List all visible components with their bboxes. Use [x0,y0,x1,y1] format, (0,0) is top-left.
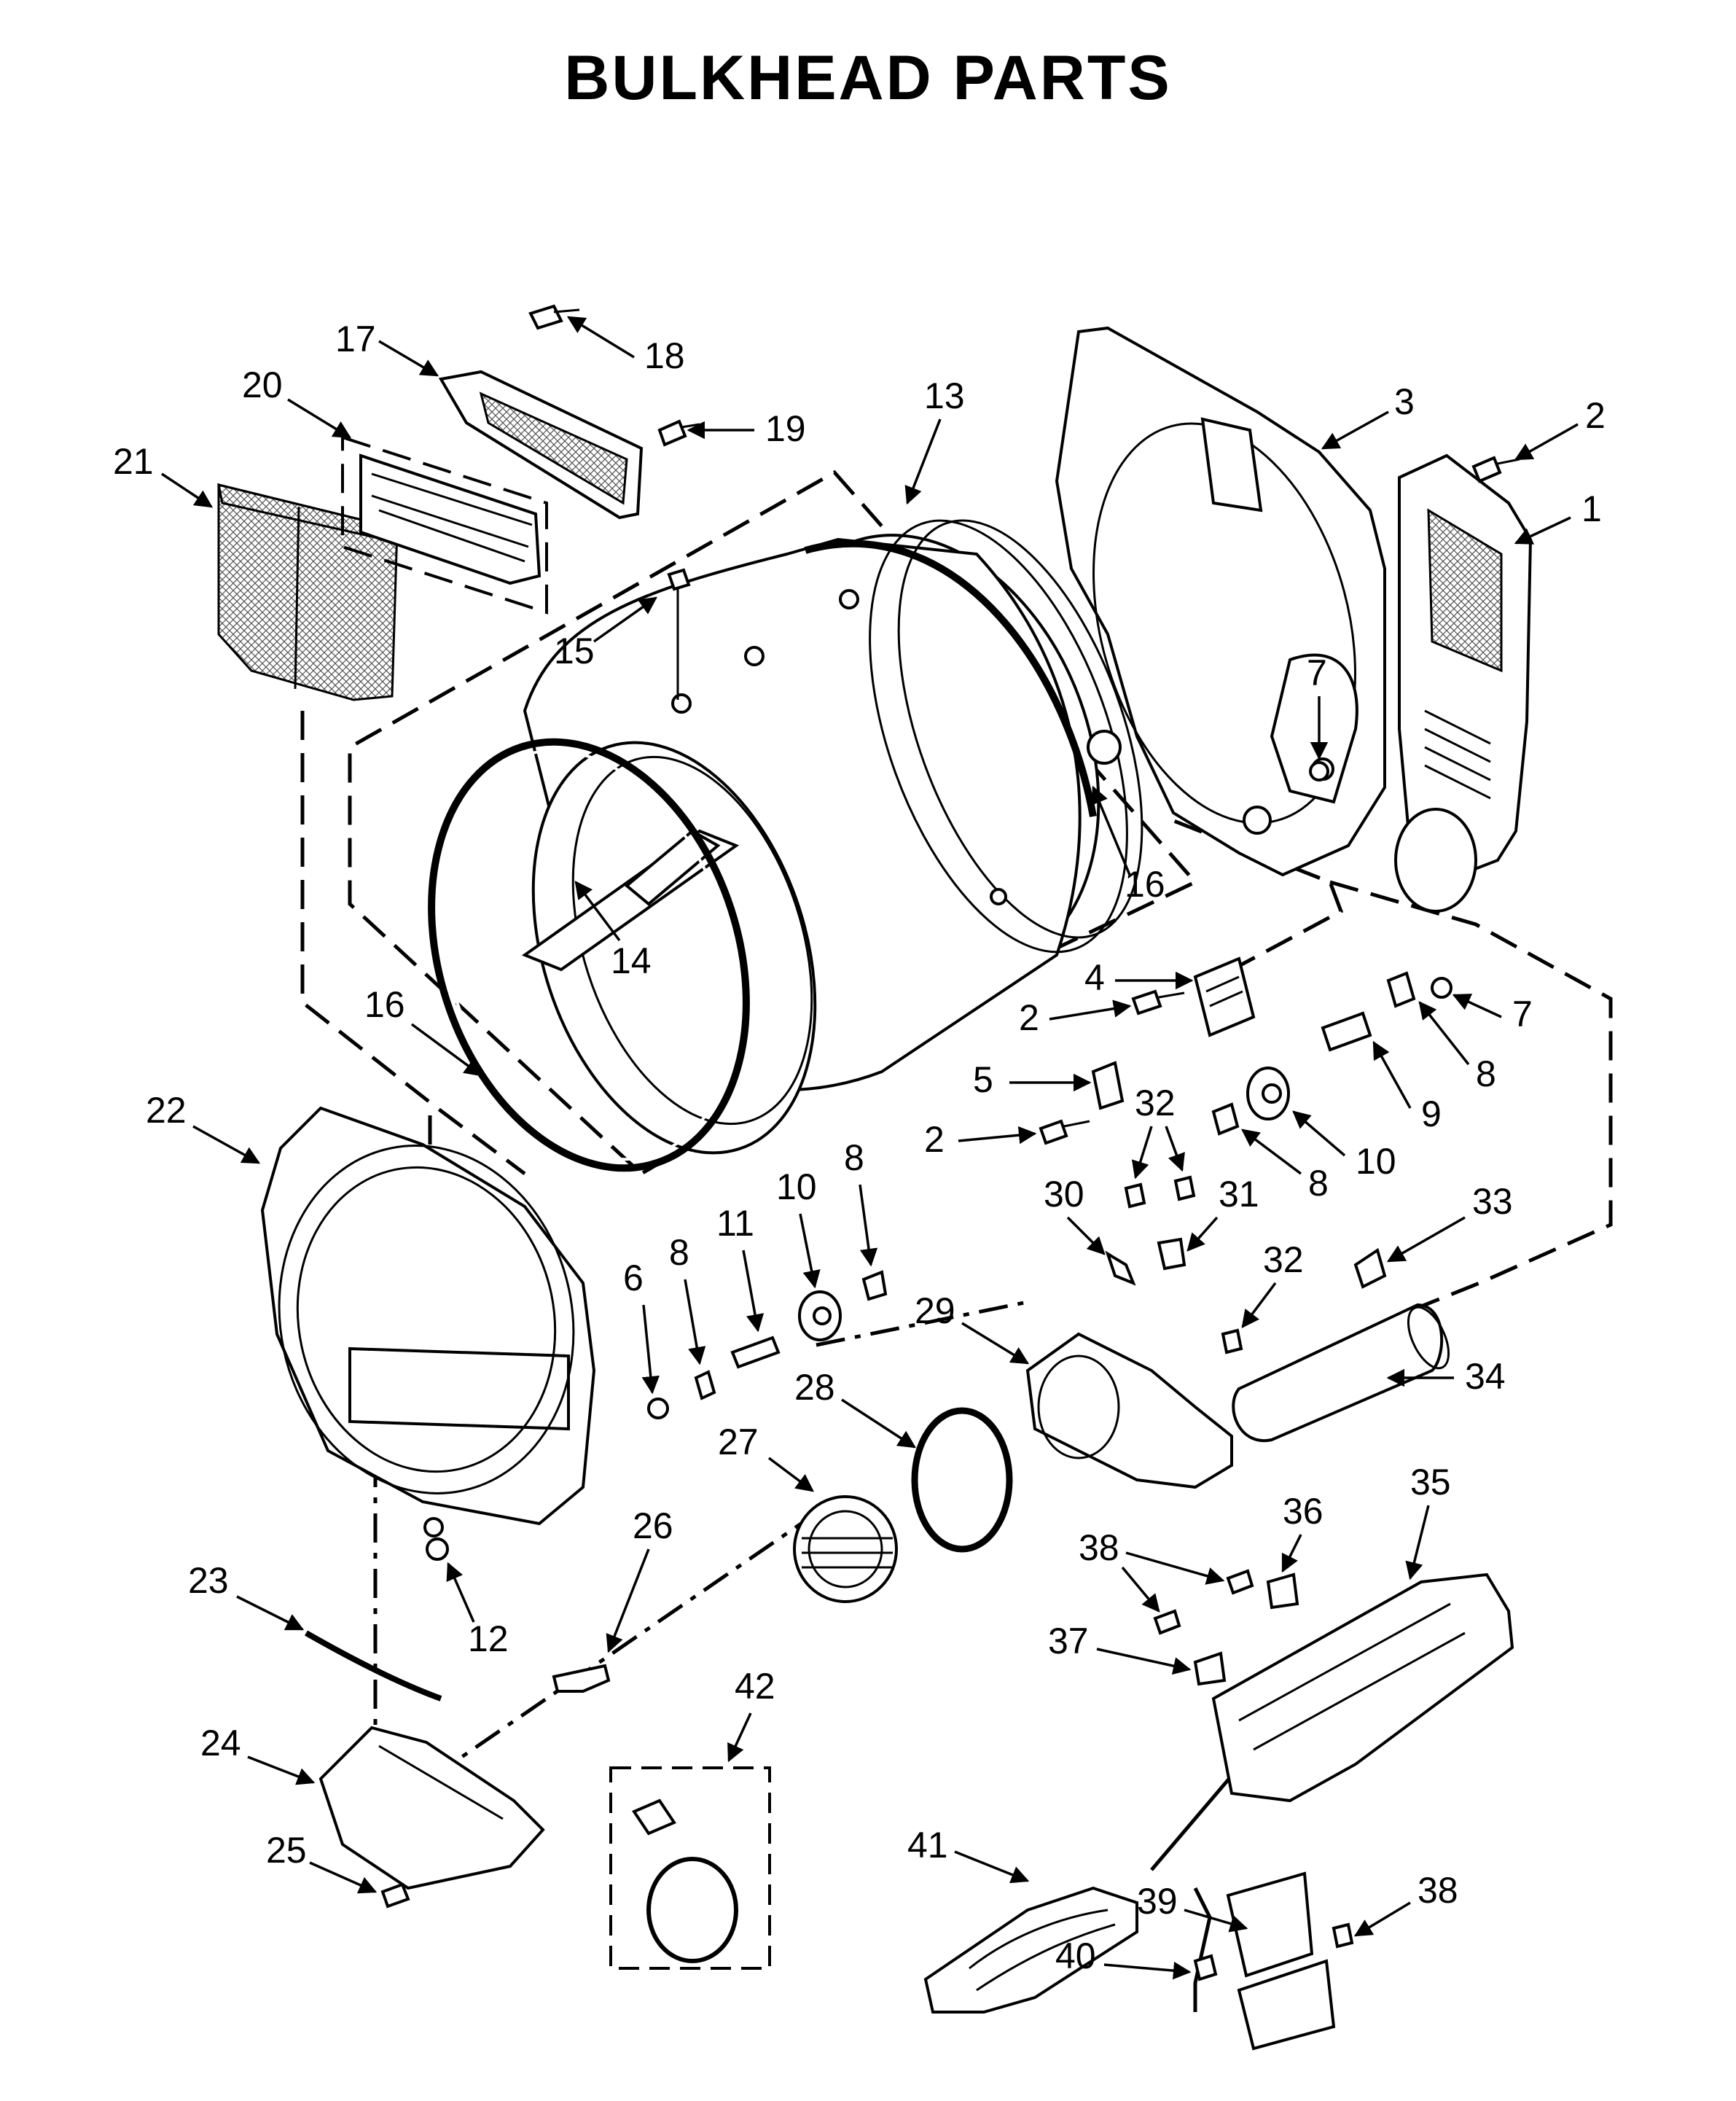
callout-16-front: 16 [364,984,405,1025]
screw-2-low [1039,1119,1090,1145]
callout-42: 42 [735,1666,775,1707]
callout-26: 26 [633,1505,673,1546]
callout-14: 14 [611,940,652,981]
screw-32-a [1124,1182,1146,1209]
drum-seal-16-rear [804,539,1097,817]
callout-39: 39 [1137,1881,1178,1922]
screw-19 [657,419,700,447]
callout-7-front: 6 [623,1258,644,1298]
callout-2-low: 2 [924,1119,945,1160]
callout-29: 29 [915,1290,955,1331]
callout-5: 5 [973,1059,993,1100]
screw-38-b [1153,1609,1181,1635]
callout-25: 25 [266,1830,307,1871]
callouts: 17 18 19 20 21 13 15 16 14 16 3 2 1 7 4 … [113,316,1606,1980]
callout-30: 30 [1044,1174,1084,1215]
lower-duct-24 [318,1726,545,1890]
callout-27: 27 [718,1422,759,1462]
callout-41: 41 [907,1825,948,1866]
bracket-37 [1193,1651,1227,1686]
callout-40: 40 [1055,1936,1096,1976]
screw-32-b [1173,1175,1196,1201]
screw-2-top [1471,456,1520,483]
callout-3: 3 [1394,381,1415,422]
callout-8-rear-low: 8 [1308,1163,1329,1204]
callout-8-front-a: 8 [669,1232,689,1273]
screw-38-a [1226,1569,1254,1595]
nut-12 [426,1537,449,1561]
callout-19: 19 [765,408,806,449]
exhaust-tube-34 [1232,1303,1450,1443]
drum-13 [521,519,1143,1155]
callout-13: 13 [924,375,965,416]
screw-25 [380,1882,410,1909]
callout-24: 24 [200,1723,241,1763]
callout-20: 20 [242,365,283,405]
kit-box-42 [609,1766,771,1970]
bearing-stack-rear [1211,971,1452,1136]
seal-ring-28 [911,1407,1013,1553]
front-bulkhead-22 [260,1106,596,1537]
callout-21: 21 [113,441,154,482]
callout-15: 15 [554,631,595,671]
thermal-fuse-5 [1091,1061,1125,1110]
callout-8-front-b: 8 [844,1137,864,1178]
sensor-bracket-4 [1193,956,1256,1037]
page-title: BULKHEAD PARTS [564,43,1172,113]
sensor-30 [1105,1250,1136,1286]
heater-element-41 [923,1886,1138,2014]
callout-10-rear: 10 [1356,1141,1396,1182]
heat-shield-39 [1226,1871,1336,2051]
bearing-stack-front [647,1270,888,1419]
callout-2-top: 2 [1585,395,1606,436]
blower-wheel-27 [793,1495,898,1603]
callout-7-rear: 7 [1512,994,1533,1034]
screw-40 [1193,1954,1218,1981]
callout-38-low: 38 [1418,1870,1458,1911]
sensor-31 [1157,1237,1186,1271]
callout-37: 37 [1048,1621,1089,1661]
screw-2-mid [1131,989,1185,1016]
callout-22: 22 [146,1090,187,1131]
callout-2-mid: 2 [1019,997,1039,1038]
callout-12: 12 [468,1618,509,1659]
callout-35: 35 [1410,1462,1451,1502]
bolt-15 [667,568,691,700]
callout-1: 1 [1581,488,1602,529]
callout-18: 18 [644,335,685,376]
seal-strip-23 [305,1630,442,1702]
lint-guide-17 [438,370,644,520]
callout-11: 11 [716,1203,754,1244]
callout-36: 36 [1283,1491,1323,1532]
callout-8-rear-top: 8 [1476,1053,1496,1094]
callout-28: 28 [794,1367,835,1408]
screw-32-c [1221,1328,1243,1354]
callout-23: 23 [188,1560,229,1601]
callout-4: 4 [1084,957,1105,998]
filter-housing-20 [341,435,548,615]
blower-housing-29 [1025,1332,1233,1489]
callout-32-top: 32 [1135,1083,1176,1123]
callout-32-mid: 32 [1263,1239,1304,1280]
callout-34: 34 [1465,1356,1506,1397]
callout-16-rear: 16 [1125,864,1165,905]
screw-18 [528,304,580,330]
clip-33 [1353,1247,1387,1289]
callout-33: 33 [1472,1181,1513,1222]
callout-10-front: 10 [776,1166,817,1207]
rear-bulkhead-3 [1055,326,1386,877]
callout-38-top: 38 [1079,1527,1119,1568]
callout-17: 17 [335,319,376,359]
screw-38-c [1332,1922,1354,1949]
callout-31: 31 [1219,1174,1259,1215]
gasket-6 [1309,761,1329,781]
callout-9: 9 [1421,1094,1442,1134]
heater-housing-35 [1211,1572,1514,1803]
rear-shroud-1 [1394,453,1533,913]
callout-6: 7 [1307,652,1327,693]
bracket-36 [1266,1572,1299,1610]
clip-26 [552,1664,611,1693]
drum-seal-16-front [428,738,750,1172]
